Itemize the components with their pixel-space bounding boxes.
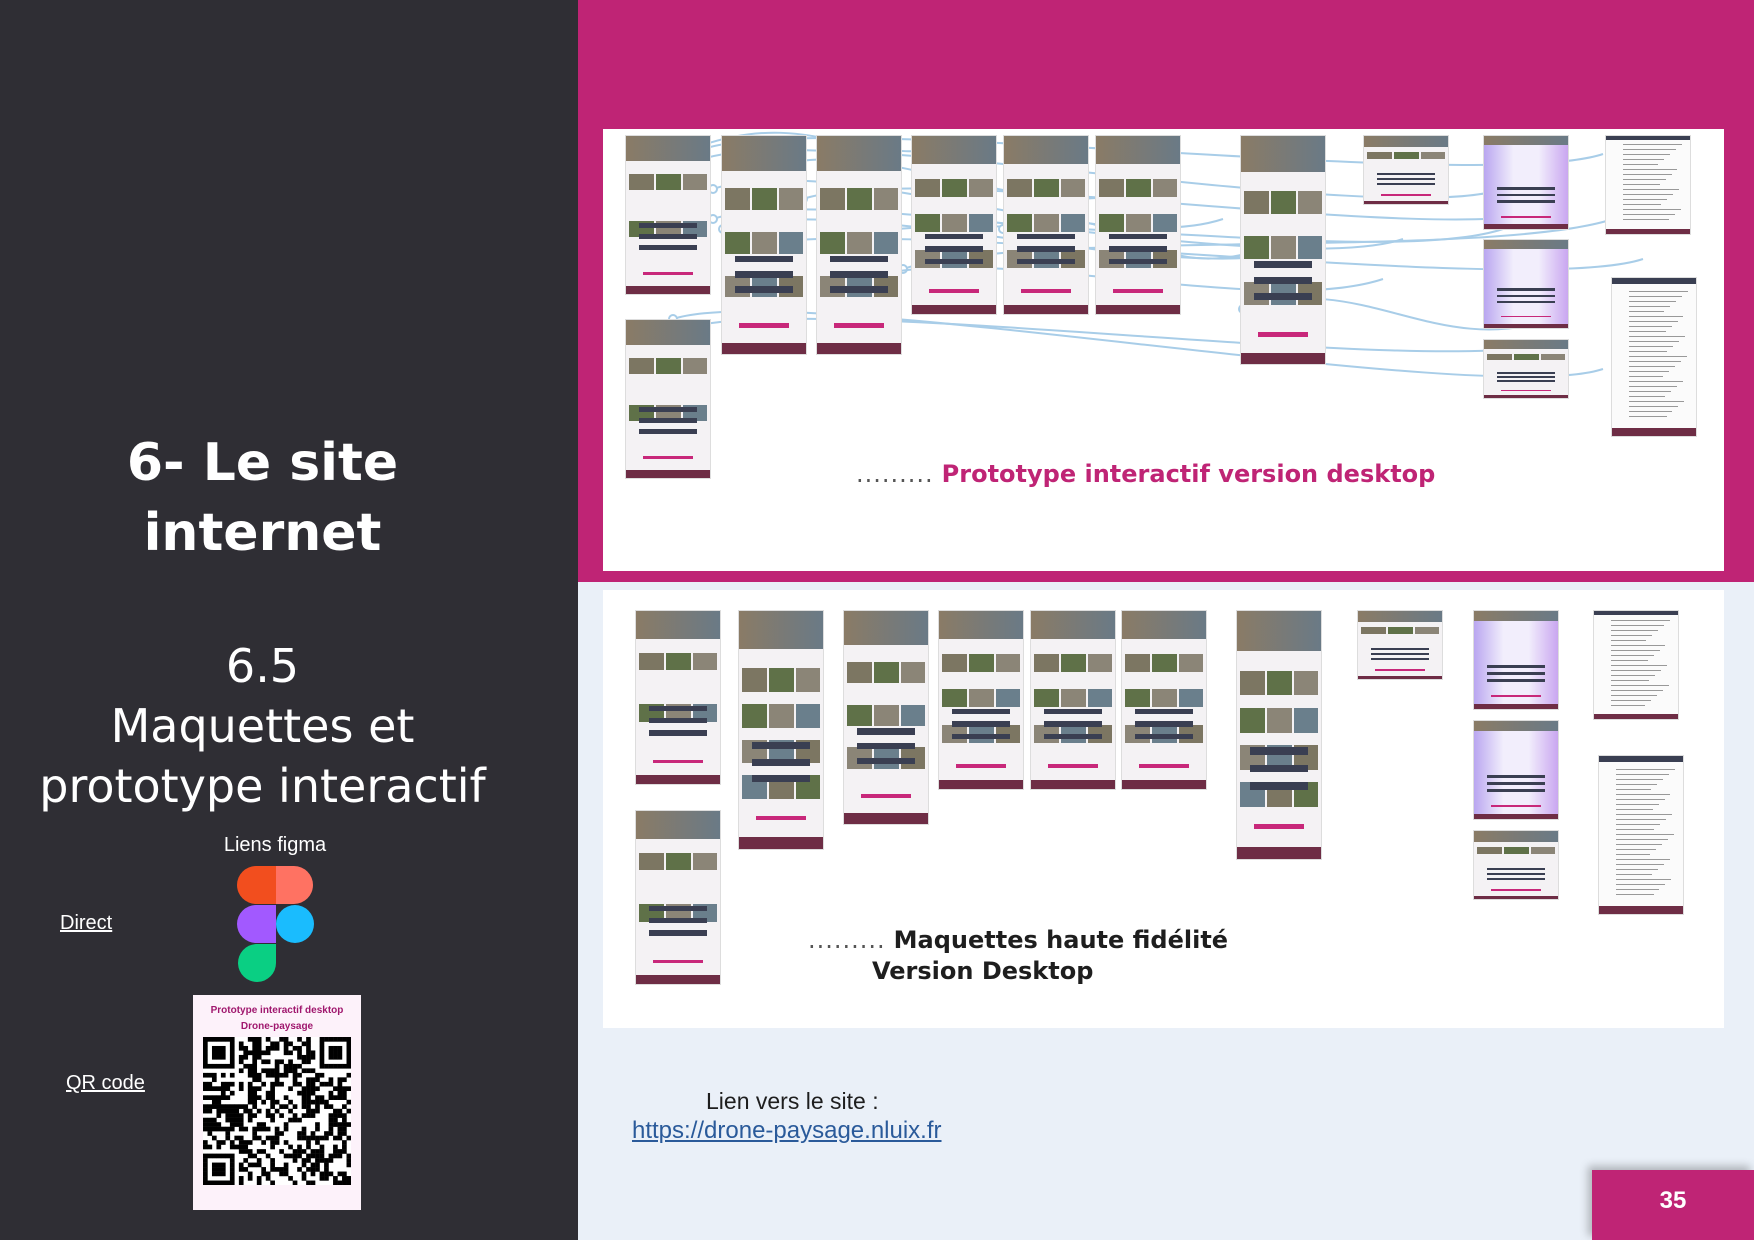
subtitle-line3: prototype interactif bbox=[39, 759, 486, 813]
site-url-link[interactable]: https://drone-paysage.nluix.fr bbox=[632, 1117, 942, 1144]
mockup-thumbnail bbox=[1003, 135, 1089, 315]
mockup-thumbnail bbox=[1598, 755, 1684, 915]
mockup-thumbnail bbox=[738, 610, 824, 850]
flow-arrow bbox=[672, 310, 1604, 378]
mockups-caption: .........Maquettes haute fidélité Versio… bbox=[808, 925, 1228, 987]
qr-code-link[interactable]: QR code bbox=[66, 1072, 145, 1094]
section-subtitle: 6.5 Maquettes et prototype interactif bbox=[0, 636, 525, 816]
mockup-thumbnail bbox=[635, 810, 721, 985]
qr-card[interactable]: Prototype interactif desktop Drone-paysa… bbox=[193, 995, 361, 1210]
mockup-thumbnail bbox=[625, 135, 711, 295]
section-title-line2: internet bbox=[143, 503, 382, 563]
mockup-thumbnail bbox=[1357, 610, 1443, 680]
mockup-thumbnail bbox=[1483, 135, 1569, 230]
prototype-caption-text: Prototype interactif version desktop bbox=[941, 460, 1436, 488]
prototype-panel[interactable] bbox=[603, 129, 1724, 571]
mockup-thumbnail bbox=[1593, 610, 1679, 720]
mockup-thumbnail bbox=[938, 610, 1024, 790]
mockups-caption-line1: Maquettes haute fidélité bbox=[893, 926, 1229, 954]
section-title-line1: 6- Le site bbox=[126, 433, 399, 493]
figma-logo-icon[interactable] bbox=[236, 866, 316, 982]
mockup-thumbnail bbox=[816, 135, 902, 355]
mockup-thumbnail bbox=[1473, 720, 1559, 820]
caption-dots: ......... bbox=[808, 926, 886, 954]
flow-arrow bbox=[682, 317, 1564, 353]
mockup-thumbnail bbox=[1095, 135, 1181, 315]
mockup-thumbnail bbox=[1121, 610, 1207, 790]
mockup-thumbnail bbox=[1605, 135, 1691, 235]
mockups-panel[interactable] bbox=[603, 590, 1724, 1028]
site-link-label: Lien vers le site : bbox=[706, 1088, 879, 1114]
mockup-thumbnail bbox=[911, 135, 997, 315]
mockup-thumbnail bbox=[635, 610, 721, 785]
prototype-caption: .........Prototype interactif version de… bbox=[856, 460, 1435, 488]
mockup-thumbnail bbox=[1473, 610, 1559, 710]
subtitle-line2: Maquettes et bbox=[110, 699, 415, 753]
mockup-thumbnail bbox=[625, 319, 711, 479]
mockup-thumbnail bbox=[1236, 610, 1322, 860]
figma-links-label: Liens figma bbox=[223, 834, 327, 856]
mockup-thumbnail bbox=[1363, 135, 1449, 205]
caption-dots: ......... bbox=[856, 460, 934, 488]
mockup-thumbnail bbox=[1030, 610, 1116, 790]
mockup-thumbnail bbox=[1611, 277, 1697, 437]
qr-card-title: Prototype interactif desktop bbox=[210, 1005, 344, 1016]
mockup-thumbnail bbox=[843, 610, 929, 825]
page-number: 35 bbox=[1592, 1170, 1754, 1240]
mockup-thumbnail bbox=[1483, 339, 1569, 399]
mockups-caption-line2: Version Desktop bbox=[872, 957, 1094, 985]
mockup-thumbnail bbox=[1483, 239, 1569, 329]
mockup-thumbnail bbox=[1473, 830, 1559, 900]
section-title: 6- Le site internet bbox=[0, 428, 525, 568]
mockup-thumbnail bbox=[721, 135, 807, 355]
figma-direct-link[interactable]: Direct bbox=[60, 912, 113, 934]
subtitle-number: 6.5 bbox=[225, 639, 300, 693]
mockup-thumbnail bbox=[1240, 135, 1326, 365]
qr-card-subtitle: Drone-paysage bbox=[240, 1021, 314, 1032]
qr-code-icon bbox=[203, 1037, 351, 1185]
